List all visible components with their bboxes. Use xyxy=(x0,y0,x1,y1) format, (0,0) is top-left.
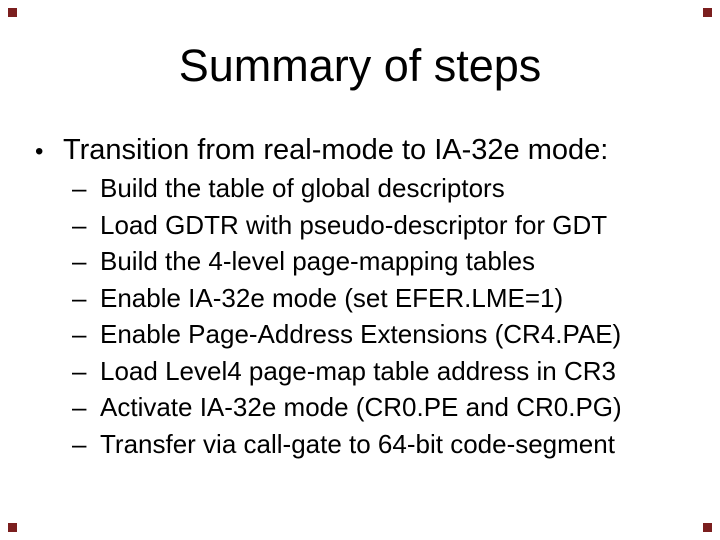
sub-bullet-transfer-callgate: –Transfer via call-gate to 64-bit code-s… xyxy=(72,426,622,463)
sub-bullet-enable-pae: –Enable Page-Address Extensions (CR4.PAE… xyxy=(72,316,622,353)
dash-marker: – xyxy=(72,209,87,240)
corner-mark-bottom-left xyxy=(8,523,17,532)
sub-bullet-enable-ia32e: –Enable IA-32e mode (set EFER.LME=1) xyxy=(72,280,622,317)
bullet-text: Transition from real-mode to IA-32e mode… xyxy=(63,134,609,166)
sub-bullet-text: Build the table of global descriptors xyxy=(100,173,505,203)
sub-bullet-load-gdtr: –Load GDTR with pseudo-descriptor for GD… xyxy=(72,207,622,244)
sub-bullet-activate-mode: –Activate IA-32e mode (CR0.PE and CR0.PG… xyxy=(72,389,622,426)
sub-bullet-build-page-tables: –Build the 4-level page-mapping tables xyxy=(72,243,622,280)
slide-title: Summary of steps xyxy=(178,40,542,91)
sub-bullet-text: Activate IA-32e mode (CR0.PE and CR0.PG) xyxy=(100,392,622,422)
corner-mark-bottom-right xyxy=(703,523,712,532)
sub-bullet-text: Enable Page-Address Extensions (CR4.PAE) xyxy=(100,319,622,349)
bullet-dot-marker: • xyxy=(35,138,44,165)
corner-mark-top-left xyxy=(8,8,17,17)
sub-bullet-load-cr3: –Load Level4 page-map table address in C… xyxy=(72,353,622,390)
dash-marker: – xyxy=(72,246,87,276)
sub-bullet-list: –Build the table of global descriptors –… xyxy=(72,170,622,462)
sub-bullet-text: Build the 4-level page-mapping tables xyxy=(100,246,536,276)
corner-mark-top-right xyxy=(703,8,712,17)
dash-marker: – xyxy=(72,319,87,349)
dash-marker: – xyxy=(72,282,87,313)
dash-marker: – xyxy=(72,428,87,459)
bullet-transition: • Transition from real-mode to IA-32e mod… xyxy=(35,130,608,172)
dash-marker: – xyxy=(72,392,87,422)
sub-bullet-text: Load Level4 page-map table address in CR… xyxy=(100,355,617,386)
sub-bullet-build-gdt: –Build the table of global descriptors xyxy=(72,170,622,207)
dash-marker: – xyxy=(72,355,87,386)
dash-marker: – xyxy=(72,173,87,203)
sub-bullet-text: Load GDTR with pseudo-descriptor for GDT xyxy=(100,209,608,240)
sub-bullet-text: Transfer via call-gate to 64-bit code-se… xyxy=(100,428,615,459)
sub-bullet-text: Enable IA-32e mode (set EFER.LME=1) xyxy=(100,282,564,313)
